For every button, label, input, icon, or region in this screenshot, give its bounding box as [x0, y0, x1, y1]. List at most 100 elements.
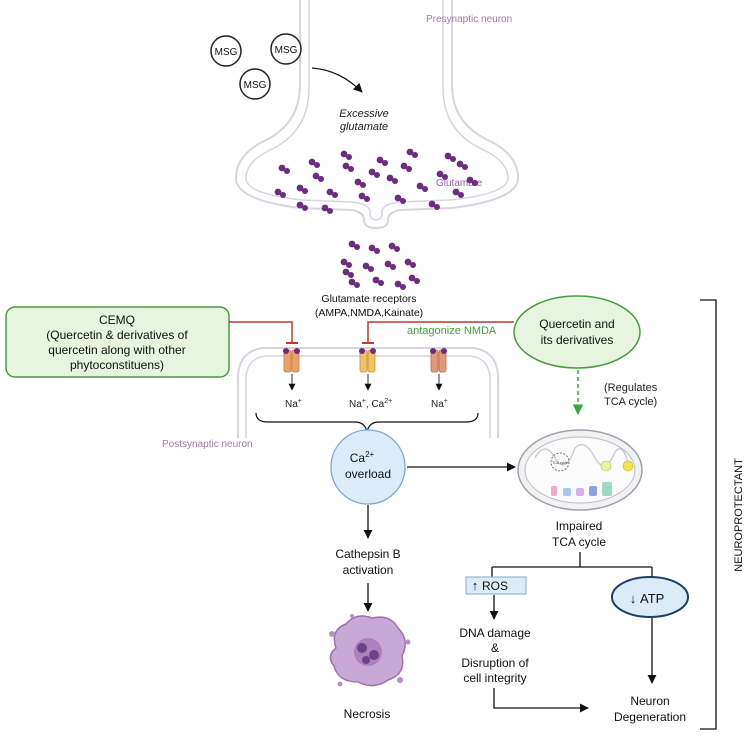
ca-overload-line2: overload: [345, 467, 391, 481]
msg-label: MSG: [275, 45, 298, 56]
cemq-line4: phytoconstituens): [70, 358, 164, 372]
excessive-glutamate-line1: Excessive: [339, 108, 389, 120]
glutamate-molecule: [390, 264, 396, 270]
impaired-tca-line2: TCA cycle: [552, 535, 606, 549]
cemq-inhibit-line: [229, 321, 293, 342]
presynaptic-membrane-outer: [234, 0, 520, 230]
quercetin-inhibit-line: [367, 321, 514, 342]
regulates-line1: (Regulates: [604, 382, 658, 394]
glutamate-molecule: [378, 280, 384, 286]
glutamate-molecule: [368, 244, 376, 252]
excessive-glutamate-line2: glutamate: [340, 121, 388, 133]
antagonize-nmda-label: antagonize NMDA: [407, 325, 497, 337]
cathepsin-line2: activation: [343, 563, 394, 577]
glutamate-molecule: [456, 160, 464, 168]
receptor-nmda: [359, 348, 376, 373]
cathepsin-line1: Cathepsin B: [335, 547, 400, 561]
ros-label: ROS: [482, 579, 508, 593]
tca-branch: [491, 552, 653, 577]
neuroprotectant-bracket: [700, 299, 717, 730]
glutamate-molecule: [374, 248, 380, 254]
quercetin-line1: Quercetin and: [539, 317, 614, 331]
ion-right: Na+: [431, 398, 448, 410]
glutamate-molecule: [354, 282, 360, 288]
glutamate-molecule: [348, 166, 354, 172]
glutamate-molecule: [348, 272, 354, 278]
glutamate-molecule: [406, 148, 414, 156]
glutamate-molecule: [280, 192, 286, 198]
glutamate-molecule: [444, 152, 452, 160]
glutamate-molecule: [388, 242, 396, 250]
msg-label: MSG: [215, 47, 238, 58]
glutamate-molecule: [406, 166, 412, 172]
receptor-kainate: [430, 348, 447, 373]
ros-arrow-icon: ↑: [472, 578, 479, 593]
msg-molecule-1: MSG: [210, 35, 242, 67]
glutamate-molecule: [284, 168, 290, 174]
glutamate-molecule: [462, 164, 468, 170]
glutamate-molecule: [368, 266, 374, 272]
atp-arrow-icon: ↓: [630, 591, 637, 606]
glutamate-molecule: [428, 200, 436, 208]
cemq-line2: (Quercetin & derivatives of: [46, 328, 188, 342]
glutamate-molecule: [436, 170, 444, 178]
glutamate-molecule: [354, 244, 360, 250]
glutamate-molecule: [362, 262, 370, 270]
receptors-label-line1: Glutamate receptors: [321, 293, 416, 305]
glutamate-molecule: [384, 260, 392, 268]
glutamate-molecule: [358, 192, 366, 200]
cemq-box: [5, 306, 230, 378]
glutamate-molecule: [374, 172, 380, 178]
glutamate-molecule: [458, 192, 464, 198]
glutamate-molecule: [394, 246, 400, 252]
quercetin-ellipse: [513, 295, 641, 369]
glutamate-molecule: [400, 162, 408, 170]
ros-box: [465, 576, 527, 595]
necrotic-cell-icon: [329, 614, 411, 687]
glutamate-molecule: [434, 204, 440, 210]
glutamate-molecule: [382, 160, 388, 166]
msg-label: MSG: [244, 80, 267, 91]
glutamate-molecule: [308, 158, 316, 166]
glutamate-molecule: [472, 180, 478, 186]
glutamate-molecule: [342, 268, 350, 276]
presynaptic-neuron-label: Presynaptic neuron: [426, 14, 512, 25]
glutamate-molecule: [442, 174, 448, 180]
dna-line3: Disruption of: [461, 656, 529, 670]
necrosis-label: Necrosis: [344, 707, 391, 721]
glutamate-molecule: [386, 174, 394, 182]
glutamate-molecule: [326, 188, 334, 196]
degeneration-line2: Degeneration: [614, 710, 686, 724]
glutamate-molecule: [376, 156, 384, 164]
glutamate-molecule: [404, 258, 412, 266]
glutamate-molecule: [340, 150, 348, 158]
receptors-label-line2: (AMPA,NMDA,Kainate): [315, 307, 423, 319]
dna-line2: &: [491, 641, 499, 655]
glutamate-molecule: [318, 176, 324, 182]
dna-line4: cell integrity: [463, 671, 526, 685]
glutamate-molecule: [312, 172, 320, 180]
glutamate-molecule: [450, 156, 456, 162]
cemq-line1: CEMQ: [99, 313, 135, 327]
glutamate-molecule: [400, 198, 406, 204]
atp-ellipse: [611, 576, 689, 618]
glutamate-molecule: [314, 162, 320, 168]
ca-overload-circle: [330, 429, 406, 505]
glutamate-molecule: [408, 274, 416, 282]
glutamate-molecule: [368, 168, 376, 176]
glutamate-molecule: [340, 258, 348, 266]
regulates-line2: TCA cycle): [604, 396, 657, 408]
glutamate-molecule: [327, 208, 333, 214]
postsynaptic-neuron-label: Postsynaptic neuron: [162, 439, 253, 450]
glutamate-molecule: [414, 278, 420, 284]
glutamate-molecule: [302, 205, 308, 211]
glutamate-molecule: [342, 162, 350, 170]
glutamate-molecule: [332, 192, 338, 198]
ion-left: Na+: [285, 398, 302, 410]
glutamate-molecule: [346, 154, 352, 160]
ion-middle: Na+, Ca2+: [349, 398, 392, 410]
glutamate-molecule: [360, 182, 366, 188]
mito-tca-label: TCA cycle: [552, 461, 568, 465]
glutamate-molecules: [274, 148, 478, 290]
